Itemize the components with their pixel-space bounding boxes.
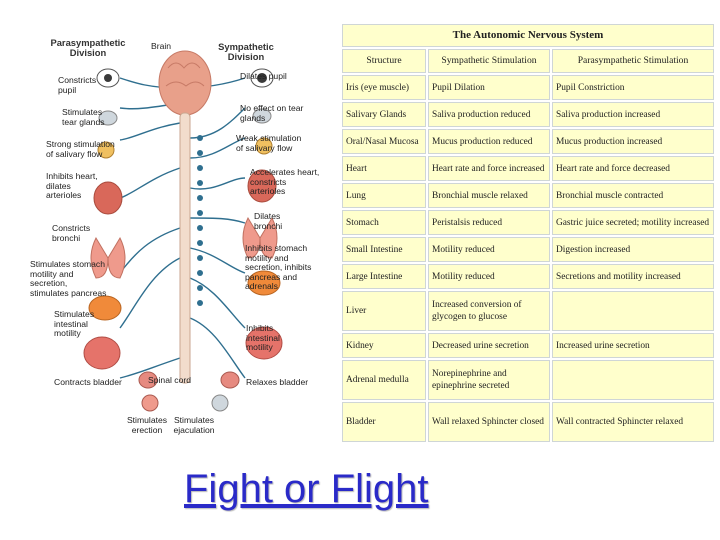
autonomic-nervous-system-diagram: Parasympathetic Division Sympathetic Div…	[30, 28, 340, 448]
param-label-bladder: Contracts bladder	[54, 377, 122, 387]
parasympathetic-cell: Wall contracted Sphincter relaxed	[552, 402, 714, 442]
table-row: Liver Increased conversion of glycogen t…	[342, 291, 714, 331]
param-label-intestine: Stimulates intestinal motility	[54, 309, 95, 339]
right-tear-gland	[252, 108, 272, 124]
parasympathetic-cell: Increased urine secretion	[552, 333, 714, 358]
right-lungs	[242, 216, 278, 259]
right-intestine	[245, 326, 283, 360]
sympathetic-chain	[197, 135, 203, 306]
left-heart	[93, 181, 123, 215]
structure-cell: Salivary Glands	[342, 102, 426, 127]
right-genitals	[211, 394, 229, 412]
table-row: Iris (eye muscle) Pupil Dilation Pupil C…	[342, 75, 714, 100]
param-label-pupil: Constricts pupil	[58, 75, 97, 95]
left-salivary-gland	[97, 141, 115, 159]
autonomic-nervous-system-table: The Autonomic Nervous System Structure S…	[342, 24, 714, 444]
structure-cell: Heart	[342, 156, 426, 181]
parasympathetic-cell: Mucus production increased	[552, 129, 714, 154]
header-sympathetic: Sympathetic Stimulation	[428, 49, 550, 73]
spinal-cord-label: Spinal cord	[148, 375, 191, 385]
header-structure: Structure	[342, 49, 426, 73]
symp-label-tear: No effect on tear glands	[240, 103, 304, 123]
parasympathetic-cell: Pupil Constriction	[552, 75, 714, 100]
param-label-bronchi: Constricts bronchi	[52, 223, 91, 243]
param-label-stomach: Stimulates stomach motility and secretio…	[30, 259, 107, 298]
structure-cell: Lung	[342, 183, 426, 208]
symp-label-stomach: Inhibits stomach motility and secretion,…	[245, 243, 312, 292]
right-salivary-gland	[255, 137, 273, 155]
structure-cell: Large Intestine	[342, 264, 426, 289]
symp-label-pupil: Dilates pupil	[240, 71, 287, 81]
table-title: The Autonomic Nervous System	[342, 24, 714, 47]
left-bladder	[138, 371, 158, 389]
left-intestine	[83, 336, 121, 370]
left-stomach	[88, 295, 122, 321]
nerve-fibers	[119, 77, 246, 379]
diagram-illustration	[83, 50, 283, 412]
symp-label-ejaculation: Stimulates ejaculation	[173, 415, 215, 435]
table-row: Bladder Wall relaxed Sphincter closed Wa…	[342, 402, 714, 442]
structure-cell: Oral/Nasal Mucosa	[342, 129, 426, 154]
structure-cell: Bladder	[342, 402, 426, 442]
sympathetic-cell: Heart rate and force increased	[428, 156, 550, 181]
parasympathetic-cell: Heart rate and force decreased	[552, 156, 714, 181]
header-parasympathetic: Parasympathetic Stimulation	[552, 49, 714, 73]
table-row: Stomach Peristalsis reduced Gastric juic…	[342, 210, 714, 235]
param-label-heart: Inhibits heart, dilates arterioles	[46, 171, 98, 201]
structure-cell: Iris (eye muscle)	[342, 75, 426, 100]
parasympathetic-cell: Secretions and motility increased	[552, 264, 714, 289]
sympathetic-cell: Motility reduced	[428, 237, 550, 262]
sympathetic-title: Sympathetic Division	[218, 41, 274, 63]
parasympathetic-title: Parasympathetic Division	[50, 37, 126, 59]
spinal-cord-shape	[179, 112, 191, 384]
table-row: Kidney Decreased urine secretion Increas…	[342, 333, 714, 358]
sympathetic-cell: Peristalsis reduced	[428, 210, 550, 235]
symp-label-intestine: Inhibits intestinal motility	[246, 323, 280, 353]
param-label-saliva: Strong stimulation of salivary flow	[46, 139, 115, 159]
sympathetic-cell: Wall relaxed Sphincter closed	[428, 402, 550, 442]
param-label-erection: Stimulates erection	[126, 415, 168, 435]
symp-label-saliva: Weak stimulation of salivary flow	[236, 133, 302, 153]
sympathetic-cell: Motility reduced	[428, 264, 550, 289]
right-stomach	[247, 270, 281, 296]
symp-label-bladder: Relaxes bladder	[246, 377, 309, 387]
structure-cell: Liver	[342, 291, 426, 331]
parasympathetic-cell	[552, 291, 714, 331]
right-heart	[247, 169, 277, 203]
table-row: Heart Heart rate and force increased Hea…	[342, 156, 714, 181]
sympathetic-cell: Saliva production reduced	[428, 102, 550, 127]
right-bladder	[220, 371, 240, 389]
structure-cell: Stomach	[342, 210, 426, 235]
sympathetic-cell: Pupil Dilation	[428, 75, 550, 100]
table-row: Oral/Nasal Mucosa Mucus production reduc…	[342, 129, 714, 154]
left-genitals	[141, 394, 159, 412]
table-row: Salivary Glands Saliva production reduce…	[342, 102, 714, 127]
parasympathetic-cell: Digestion increased	[552, 237, 714, 262]
fight-or-flight-link[interactable]: Fight or Flight	[184, 467, 429, 511]
table-row: Adrenal medulla Norepinephrine and epine…	[342, 360, 714, 400]
table-header-row: Structure Sympathetic Stimulation Parasy…	[342, 49, 714, 73]
sympathetic-cell: Decreased urine secretion	[428, 333, 550, 358]
left-tear-gland	[98, 110, 118, 126]
structure-cell: Kidney	[342, 333, 426, 358]
parasympathetic-cell: Gastric juice secreted; motility increas…	[552, 210, 714, 235]
param-label-tear: Stimulates tear glands	[62, 107, 105, 127]
symp-label-bronchi: Dilates bronchi	[254, 211, 283, 231]
structure-cell: Small Intestine	[342, 237, 426, 262]
sympathetic-cell: Norepinephrine and epinephrine secreted	[428, 360, 550, 400]
structure-cell: Adrenal medulla	[342, 360, 426, 400]
table-row: Lung Bronchial muscle relaxed Bronchial …	[342, 183, 714, 208]
parasympathetic-cell: Saliva production increased	[552, 102, 714, 127]
sympathetic-cell: Increased conversion of glycogen to gluc…	[428, 291, 550, 331]
sympathetic-cell: Bronchial muscle relaxed	[428, 183, 550, 208]
sympathetic-cell: Mucus production reduced	[428, 129, 550, 154]
symp-label-heart: Accelerates heart, constricts arterioles	[250, 167, 320, 197]
table-row: Large Intestine Motility reduced Secreti…	[342, 264, 714, 289]
left-lungs	[90, 236, 126, 279]
table-row: Small Intestine Motility reduced Digesti…	[342, 237, 714, 262]
brain-label: Brain	[151, 41, 172, 51]
parasympathetic-cell: Bronchial muscle contracted	[552, 183, 714, 208]
parasympathetic-cell	[552, 360, 714, 400]
brain-shape	[158, 50, 212, 116]
